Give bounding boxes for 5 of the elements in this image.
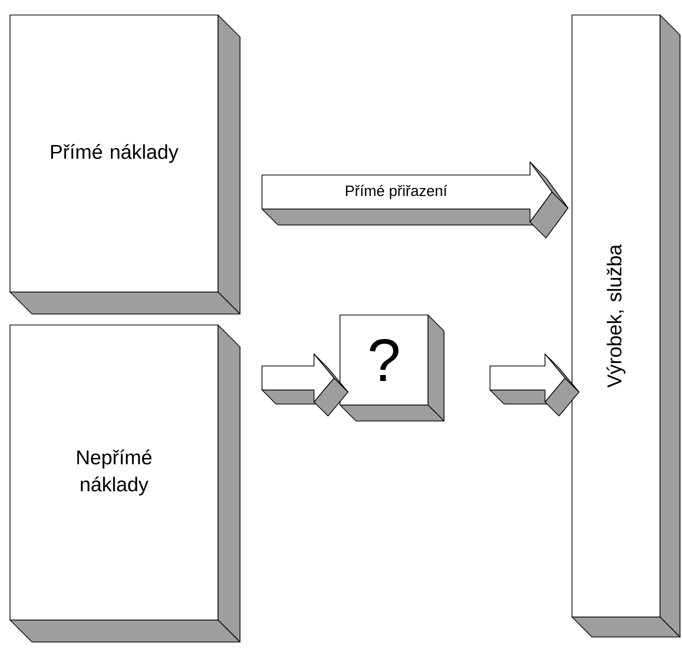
edge-label: Přímé přiřazení: [344, 184, 448, 200]
question-box: ?: [340, 314, 444, 422]
cost-box: Nepřímé náklady: [10, 324, 240, 642]
cost-box: Přímé náklady: [10, 14, 240, 314]
product-box: Výrobek, služba: [572, 14, 680, 638]
